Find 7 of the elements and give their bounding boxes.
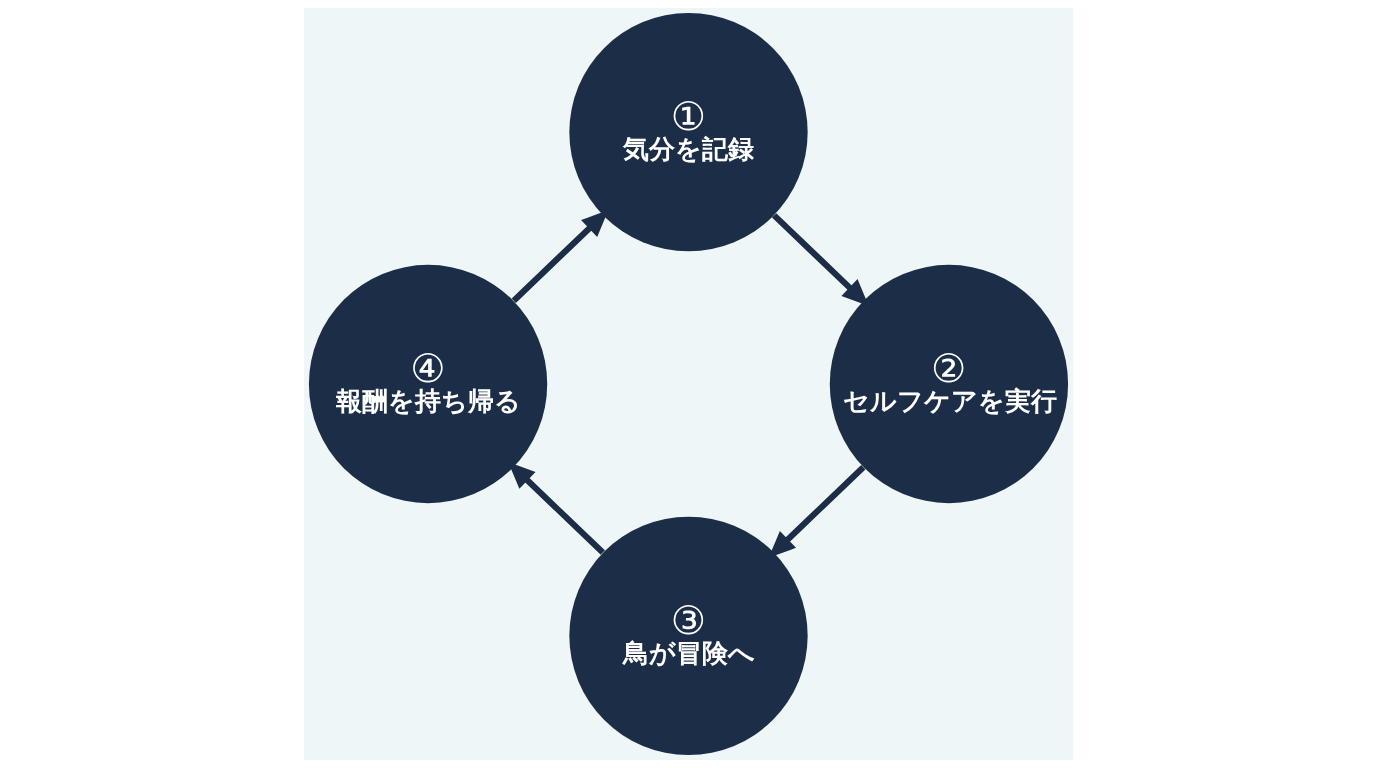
node-circle: ① 気分を記録 [568,13,808,252]
arrow [768,465,865,558]
arrow [511,210,608,303]
node-circle: ② セルフケアを実行 [829,264,1068,504]
node-circle: ④ 報酬を持ち帰る [308,264,547,504]
node-circle: ③ 鳥が冒険へ [568,516,808,755]
arrow [771,213,869,306]
